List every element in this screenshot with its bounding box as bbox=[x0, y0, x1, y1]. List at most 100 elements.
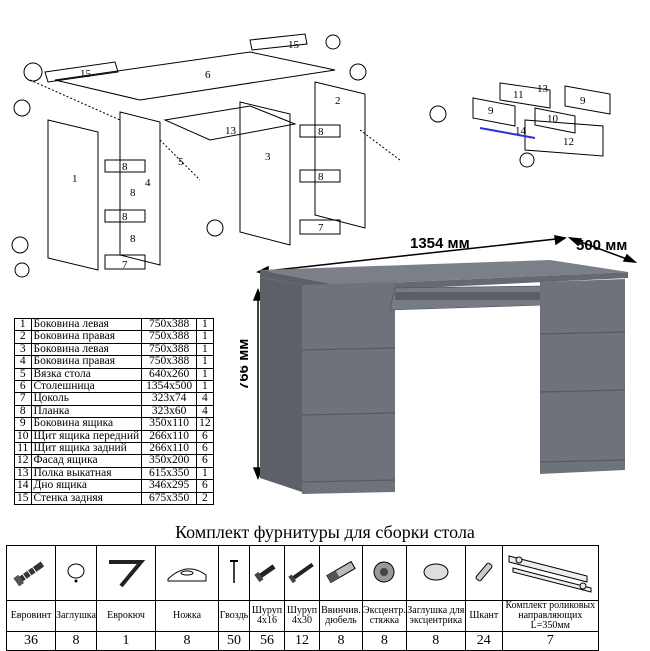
rail-left-2 bbox=[104, 209, 146, 223]
callout-screw-6 bbox=[14, 262, 30, 278]
drawer-callout-1 bbox=[429, 105, 447, 123]
parts-num: 12 bbox=[14, 454, 32, 468]
back-panel-left bbox=[44, 61, 119, 83]
label-8d: 8 bbox=[318, 171, 324, 183]
parts-size: 266x110 bbox=[141, 429, 198, 444]
parts-qty: 4 bbox=[196, 404, 214, 419]
drawer-side-left bbox=[472, 97, 516, 127]
parts-qty: 1 bbox=[196, 380, 214, 394]
desk-top-surface bbox=[260, 260, 628, 285]
label-15a: 15 bbox=[80, 68, 92, 80]
parts-name: Вязка стола bbox=[30, 367, 143, 382]
svg-text:11: 11 bbox=[513, 89, 524, 101]
side-panel-3 bbox=[239, 101, 291, 246]
parts-num: 1 bbox=[14, 317, 32, 332]
dowel-pin-icon bbox=[464, 545, 503, 601]
parts-size: 323x60 bbox=[141, 404, 198, 419]
label-8e: 8 bbox=[130, 187, 136, 199]
hardware-label: Комплект роликовых направляющих L=350мм bbox=[501, 600, 599, 632]
parts-name: Боковина правая bbox=[30, 355, 143, 369]
label-4: 4 bbox=[145, 177, 151, 189]
parts-qty: 6 bbox=[196, 454, 214, 468]
hardware-label: Эксцентр. стяжка bbox=[362, 600, 407, 632]
parts-num: 7 bbox=[14, 392, 32, 406]
hardware-count: 8 bbox=[319, 631, 363, 651]
hardware-count: 8 bbox=[155, 631, 219, 651]
parts-size: 350x110 bbox=[141, 417, 198, 431]
label-5: 5 bbox=[178, 156, 184, 168]
parts-num: 13 bbox=[14, 466, 32, 481]
parts-size: 1354x500 bbox=[141, 380, 198, 394]
parts-qty: 6 bbox=[196, 442, 214, 456]
hardware-label: Гвоздь bbox=[218, 600, 250, 632]
label-1: 1 bbox=[72, 173, 78, 185]
parts-qty: 6 bbox=[196, 429, 214, 444]
side-panel-4 bbox=[119, 111, 161, 266]
callout-screw-1 bbox=[23, 62, 43, 82]
hardware-label: Евровинт bbox=[6, 600, 56, 632]
nail-icon bbox=[218, 545, 250, 601]
parts-name: Боковина ящика bbox=[30, 417, 143, 431]
parts-name: Полка выкатная bbox=[30, 466, 143, 481]
euroscrew-icon bbox=[6, 545, 56, 601]
label-15b: 15 bbox=[288, 39, 300, 51]
screw-short-icon bbox=[249, 545, 285, 601]
label-7a: 7 bbox=[122, 259, 128, 271]
parts-size: 640x260 bbox=[141, 367, 198, 382]
roller-guides-icon bbox=[501, 545, 599, 601]
foot-icon bbox=[155, 545, 219, 601]
left-pedestal-front bbox=[302, 282, 395, 494]
parts-qty: 12 bbox=[196, 417, 214, 431]
right-pedestal-front bbox=[540, 279, 625, 474]
label-3: 3 bbox=[265, 151, 271, 163]
parts-qty: 2 bbox=[196, 491, 214, 506]
svg-text:13: 13 bbox=[537, 83, 549, 95]
parts-qty: 1 bbox=[196, 330, 214, 344]
drawer-assembly-diagram: 9 11 9 10 12 13 14 bbox=[429, 82, 611, 168]
svg-text:12: 12 bbox=[563, 136, 574, 148]
hardware-label: Ножка bbox=[155, 600, 219, 632]
drawer-guide-rail bbox=[479, 127, 536, 139]
label-8f: 8 bbox=[130, 233, 136, 245]
back-panel-right bbox=[249, 33, 308, 51]
parts-num: 15 bbox=[14, 491, 32, 506]
eccentric-icon bbox=[362, 545, 407, 601]
exploded-assembly-diagram: 1 2 3 4 5 6 7 8 8 8 8 8 8 7 13 15 15 bbox=[11, 33, 401, 278]
hardware-count: 12 bbox=[284, 631, 320, 651]
hardware-label: Шкант bbox=[464, 600, 503, 632]
hardware-label: Шуруп 4x16 bbox=[249, 600, 285, 632]
parts-num: 8 bbox=[14, 404, 32, 419]
hardware-label: Шуруп 4x30 bbox=[284, 600, 320, 632]
left-pedestal-side bbox=[260, 277, 302, 492]
parts-name: Боковина левая bbox=[30, 342, 143, 357]
assembled-desk: 1354 мм 500 мм 766 мм bbox=[240, 235, 638, 494]
parts-num: 3 bbox=[14, 342, 32, 357]
parts-num: 11 bbox=[14, 442, 32, 456]
plinth-left bbox=[104, 254, 146, 270]
hardware-title: Комплект фурнитуры для сборки стола bbox=[175, 522, 475, 542]
parts-size: 750x388 bbox=[141, 330, 198, 344]
callout-screw-3 bbox=[325, 34, 341, 50]
height-dimension: 766 мм bbox=[240, 339, 252, 390]
svg-text:14: 14 bbox=[515, 125, 527, 137]
parts-qty: 1 bbox=[196, 317, 214, 332]
hardware-count: 8 bbox=[362, 631, 407, 651]
drawer-facade bbox=[524, 119, 604, 157]
drawer-side-right bbox=[564, 85, 611, 115]
parts-qty: 6 bbox=[196, 479, 214, 493]
callout-screw-2 bbox=[13, 99, 31, 117]
parts-num: 2 bbox=[14, 330, 32, 344]
hardware-count: 56 bbox=[249, 631, 285, 651]
